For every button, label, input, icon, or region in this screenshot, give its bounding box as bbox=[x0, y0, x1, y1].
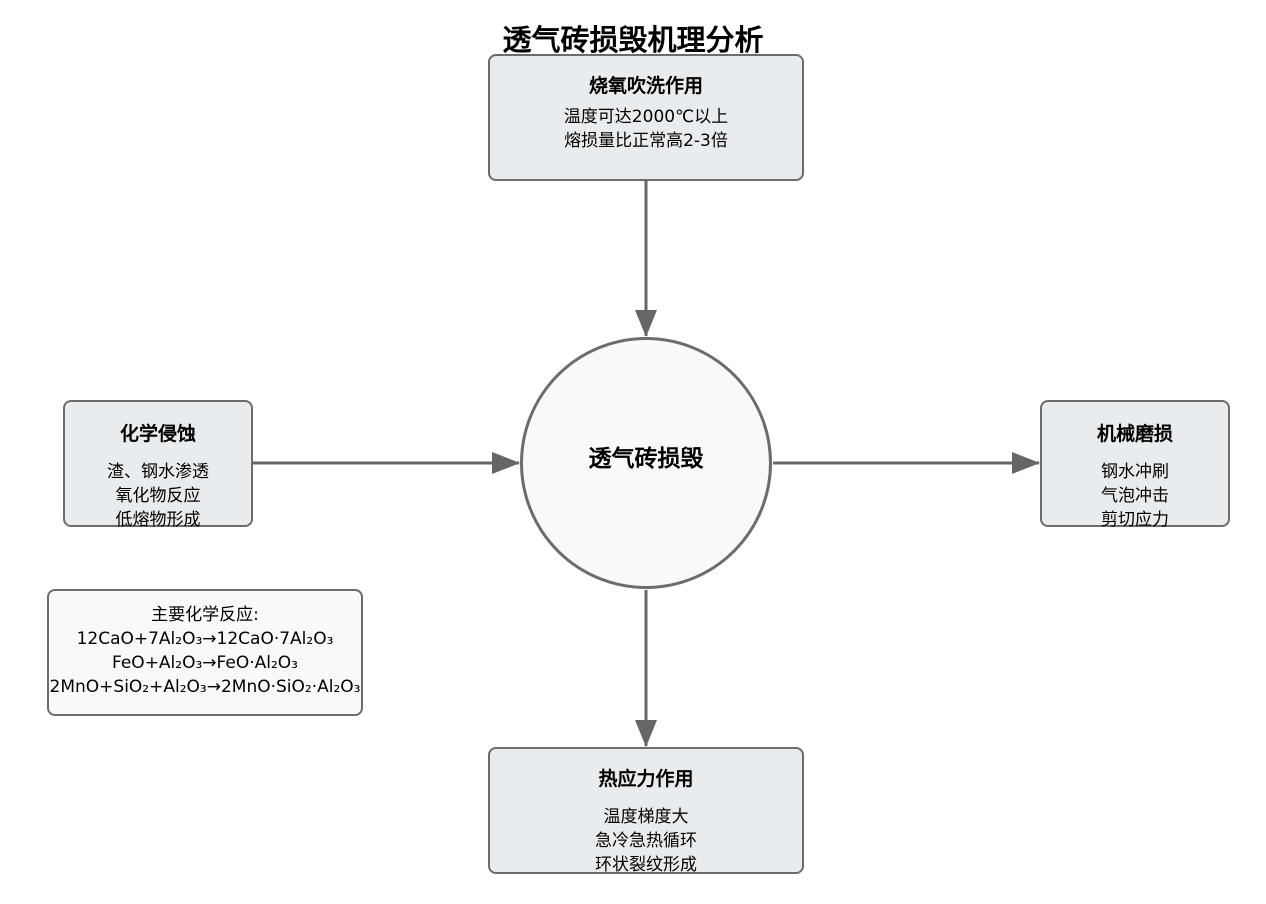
node-line: 渣、钢水渗透 bbox=[107, 462, 209, 482]
node-line: 温度梯度大 bbox=[603, 807, 689, 827]
diagram-title: 透气砖损毁机理分析 bbox=[502, 23, 764, 57]
node-line: 环状裂纹形成 bbox=[595, 855, 697, 875]
node-heading: 机械磨损 bbox=[1096, 423, 1173, 445]
reaction-line: 2MnO+SiO₂+Al₂O₃→2MnO·SiO₂·Al₂O₃ bbox=[49, 677, 361, 697]
reactions-heading: 主要化学反应: bbox=[151, 605, 259, 625]
node-thermal-stress[interactable]: 热应力作用 温度梯度大 急冷急热循环 环状裂纹形成 bbox=[488, 747, 804, 875]
node-heading: 化学侵蚀 bbox=[119, 423, 196, 445]
node-oxygen-lancing[interactable]: 烧氧吹洗作用 温度可达2000℃以上 熔损量比正常高2-3倍 bbox=[488, 54, 804, 181]
reactions-note[interactable]: 主要化学反应: 12CaO+7Al₂O₃→12CaO·7Al₂O₃ FeO+Al… bbox=[47, 589, 363, 716]
node-mechanical-wear[interactable]: 机械磨损 钢水冲刷 气泡冲击 剪切应力 bbox=[1040, 400, 1230, 530]
node-line: 剪切应力 bbox=[1101, 510, 1169, 530]
center-node[interactable]: 透气砖损毁 bbox=[520, 337, 772, 589]
node-chemical-erosion[interactable]: 化学侵蚀 渣、钢水渗透 氧化物反应 低熔物形成 bbox=[63, 400, 253, 530]
node-line: 低熔物形成 bbox=[115, 510, 201, 530]
node-line: 急冷急热循环 bbox=[595, 831, 697, 851]
node-heading: 烧氧吹洗作用 bbox=[588, 75, 703, 97]
node-line: 温度可达2000℃以上 bbox=[563, 107, 729, 127]
node-line: 氧化物反应 bbox=[115, 486, 201, 506]
node-line: 熔损量比正常高2-3倍 bbox=[564, 131, 728, 151]
reaction-line: FeO+Al₂O₃→FeO·Al₂O₃ bbox=[112, 653, 298, 673]
node-line: 钢水冲刷 bbox=[1101, 462, 1169, 482]
center-label: 透气砖损毁 bbox=[588, 446, 704, 472]
node-heading: 热应力作用 bbox=[598, 768, 694, 790]
reaction-line: 12CaO+7Al₂O₃→12CaO·7Al₂O₃ bbox=[76, 629, 334, 649]
arrowhead-right bbox=[1012, 452, 1040, 474]
arrowhead-top bbox=[635, 310, 657, 337]
arrowhead-left bbox=[492, 452, 520, 474]
node-line: 气泡冲击 bbox=[1101, 486, 1169, 506]
arrowhead-bottom bbox=[635, 720, 657, 747]
